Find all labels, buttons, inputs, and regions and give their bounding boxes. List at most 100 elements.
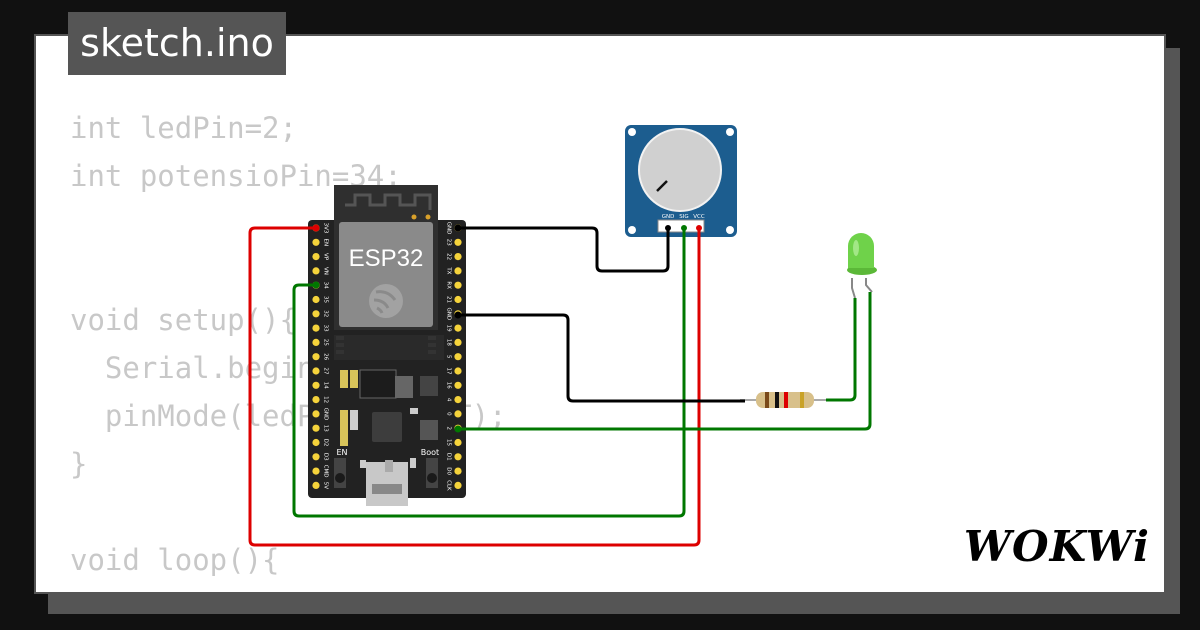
board-pin[interactable] [454,410,462,418]
wire-2-led[interactable] [458,292,872,431]
board-pin[interactable] [454,253,462,261]
board-pin[interactable] [312,338,320,346]
code-line: int ledPin=2; [70,111,297,145]
wire-34-sig[interactable] [292,228,686,518]
boot-button-label: Boot [421,448,439,457]
board-pin-label: 13 [323,425,329,432]
board-pin-label: 25 [323,339,329,346]
board-pin-label: 27 [323,368,329,375]
board-pin-label: 21 [446,296,452,303]
board-pin-label: 16 [446,382,452,389]
wire-resistor-led[interactable] [826,298,857,402]
module-shield [339,222,433,327]
board-pin[interactable] [454,381,462,389]
wire-gnd-resistor[interactable] [458,313,745,403]
en-button-label: EN [336,448,347,457]
board-pin[interactable] [312,324,320,332]
board-pin-label: 17 [446,368,452,375]
board-pin-label: 0 [446,412,452,416]
board-pin-label: 33 [323,325,329,332]
board-pin[interactable] [312,267,320,275]
led-body [848,233,874,268]
code-line: int potensioPin=34; [70,159,402,193]
left-pin-header: 3V3ENVPVN343532332526271412GND13D2D3CMD5… [312,223,329,489]
wire-3v3-vcc[interactable] [248,226,701,547]
pot-pin-label: GND [662,214,675,220]
resistor[interactable] [740,392,830,408]
board-pin[interactable] [454,367,462,375]
usb-uart-chip [372,412,402,442]
board-pin-label: D2 [323,439,329,447]
code-line: void setup(){ [70,303,297,337]
board-pin[interactable] [312,295,320,304]
board-pin-label: D0 [446,467,452,475]
board-pin-label: 18 [446,339,452,346]
board-pin[interactable] [312,367,320,375]
board-pin[interactable] [454,338,462,346]
board-pin-label: 19 [446,325,452,332]
board-pin[interactable] [454,295,462,304]
pot-knob[interactable] [638,128,722,212]
led[interactable] [847,233,877,299]
board-pin[interactable] [312,396,320,404]
board-label: ESP32 [349,245,424,272]
wokwi-logo: WOKWi [963,522,1150,571]
board-pin[interactable] [454,396,462,404]
board-pin[interactable] [312,481,320,489]
espressif-logo-icon [369,284,403,318]
board-pin[interactable] [312,438,320,447]
board-pin-label: 12 [323,396,329,403]
board-pin-label: 3V3 [323,223,329,234]
board-pin-label: D3 [323,453,329,461]
board-pin[interactable] [454,267,462,275]
board-pin-label: 14 [323,382,329,389]
board-pin-label: 23 [446,239,452,246]
pot-pin-label: SIG [679,214,688,220]
board-pin[interactable] [454,481,462,489]
board-pin-label: GND [446,222,452,235]
board-pin-label: GND [323,408,329,421]
board-pin-label: 5V [323,482,329,489]
board-pin[interactable] [454,324,462,332]
file-tab[interactable]: sketch.ino [68,12,286,75]
board-pin[interactable] [312,410,320,418]
code-card: int ledPin=2; int potensioPin=34; void set… [34,34,1166,594]
board-pin-label: CMD [323,465,329,478]
board-pin[interactable] [454,281,462,289]
board-pin-label: 2 [446,426,452,430]
board-pin[interactable] [312,453,320,461]
board-pin[interactable] [312,353,320,361]
pot-indicator [656,180,668,192]
board-pin-label: GND [446,307,452,320]
board-pin-label: CLK [446,480,452,491]
board-pin-label: RX [446,281,452,289]
board-pin[interactable] [454,438,462,447]
pot-pin-labels: GND SIG VCC [662,214,705,220]
board-pin[interactable] [454,453,462,461]
code-line: } [70,447,88,481]
wires [248,224,872,547]
board-pin[interactable] [312,238,320,246]
board-pin-label: D1 [446,453,452,461]
code-line: void loop(){ [70,543,280,577]
board-pin-label: 22 [446,253,452,260]
board-pin[interactable] [312,424,320,432]
board-pin-label: 35 [323,296,329,303]
pot-pin-label: VCC [693,214,705,220]
board-pin-label: TX [446,266,452,274]
board-pin[interactable] [454,467,462,475]
potentiometer[interactable]: GND SIG VCC [625,125,737,237]
board-pin[interactable] [312,310,320,318]
board-pin[interactable] [454,238,462,246]
board-pin-label: VP [323,253,329,261]
board-pin[interactable] [312,381,320,389]
board-pin-label: 26 [323,353,329,360]
wire-gnd-pot[interactable] [458,226,670,273]
board-pin-label: 5 [446,355,452,359]
board-pin[interactable] [312,253,320,261]
board-pin-label: 15 [446,439,452,446]
board-pin[interactable] [312,467,320,475]
board-pin[interactable] [454,353,462,361]
